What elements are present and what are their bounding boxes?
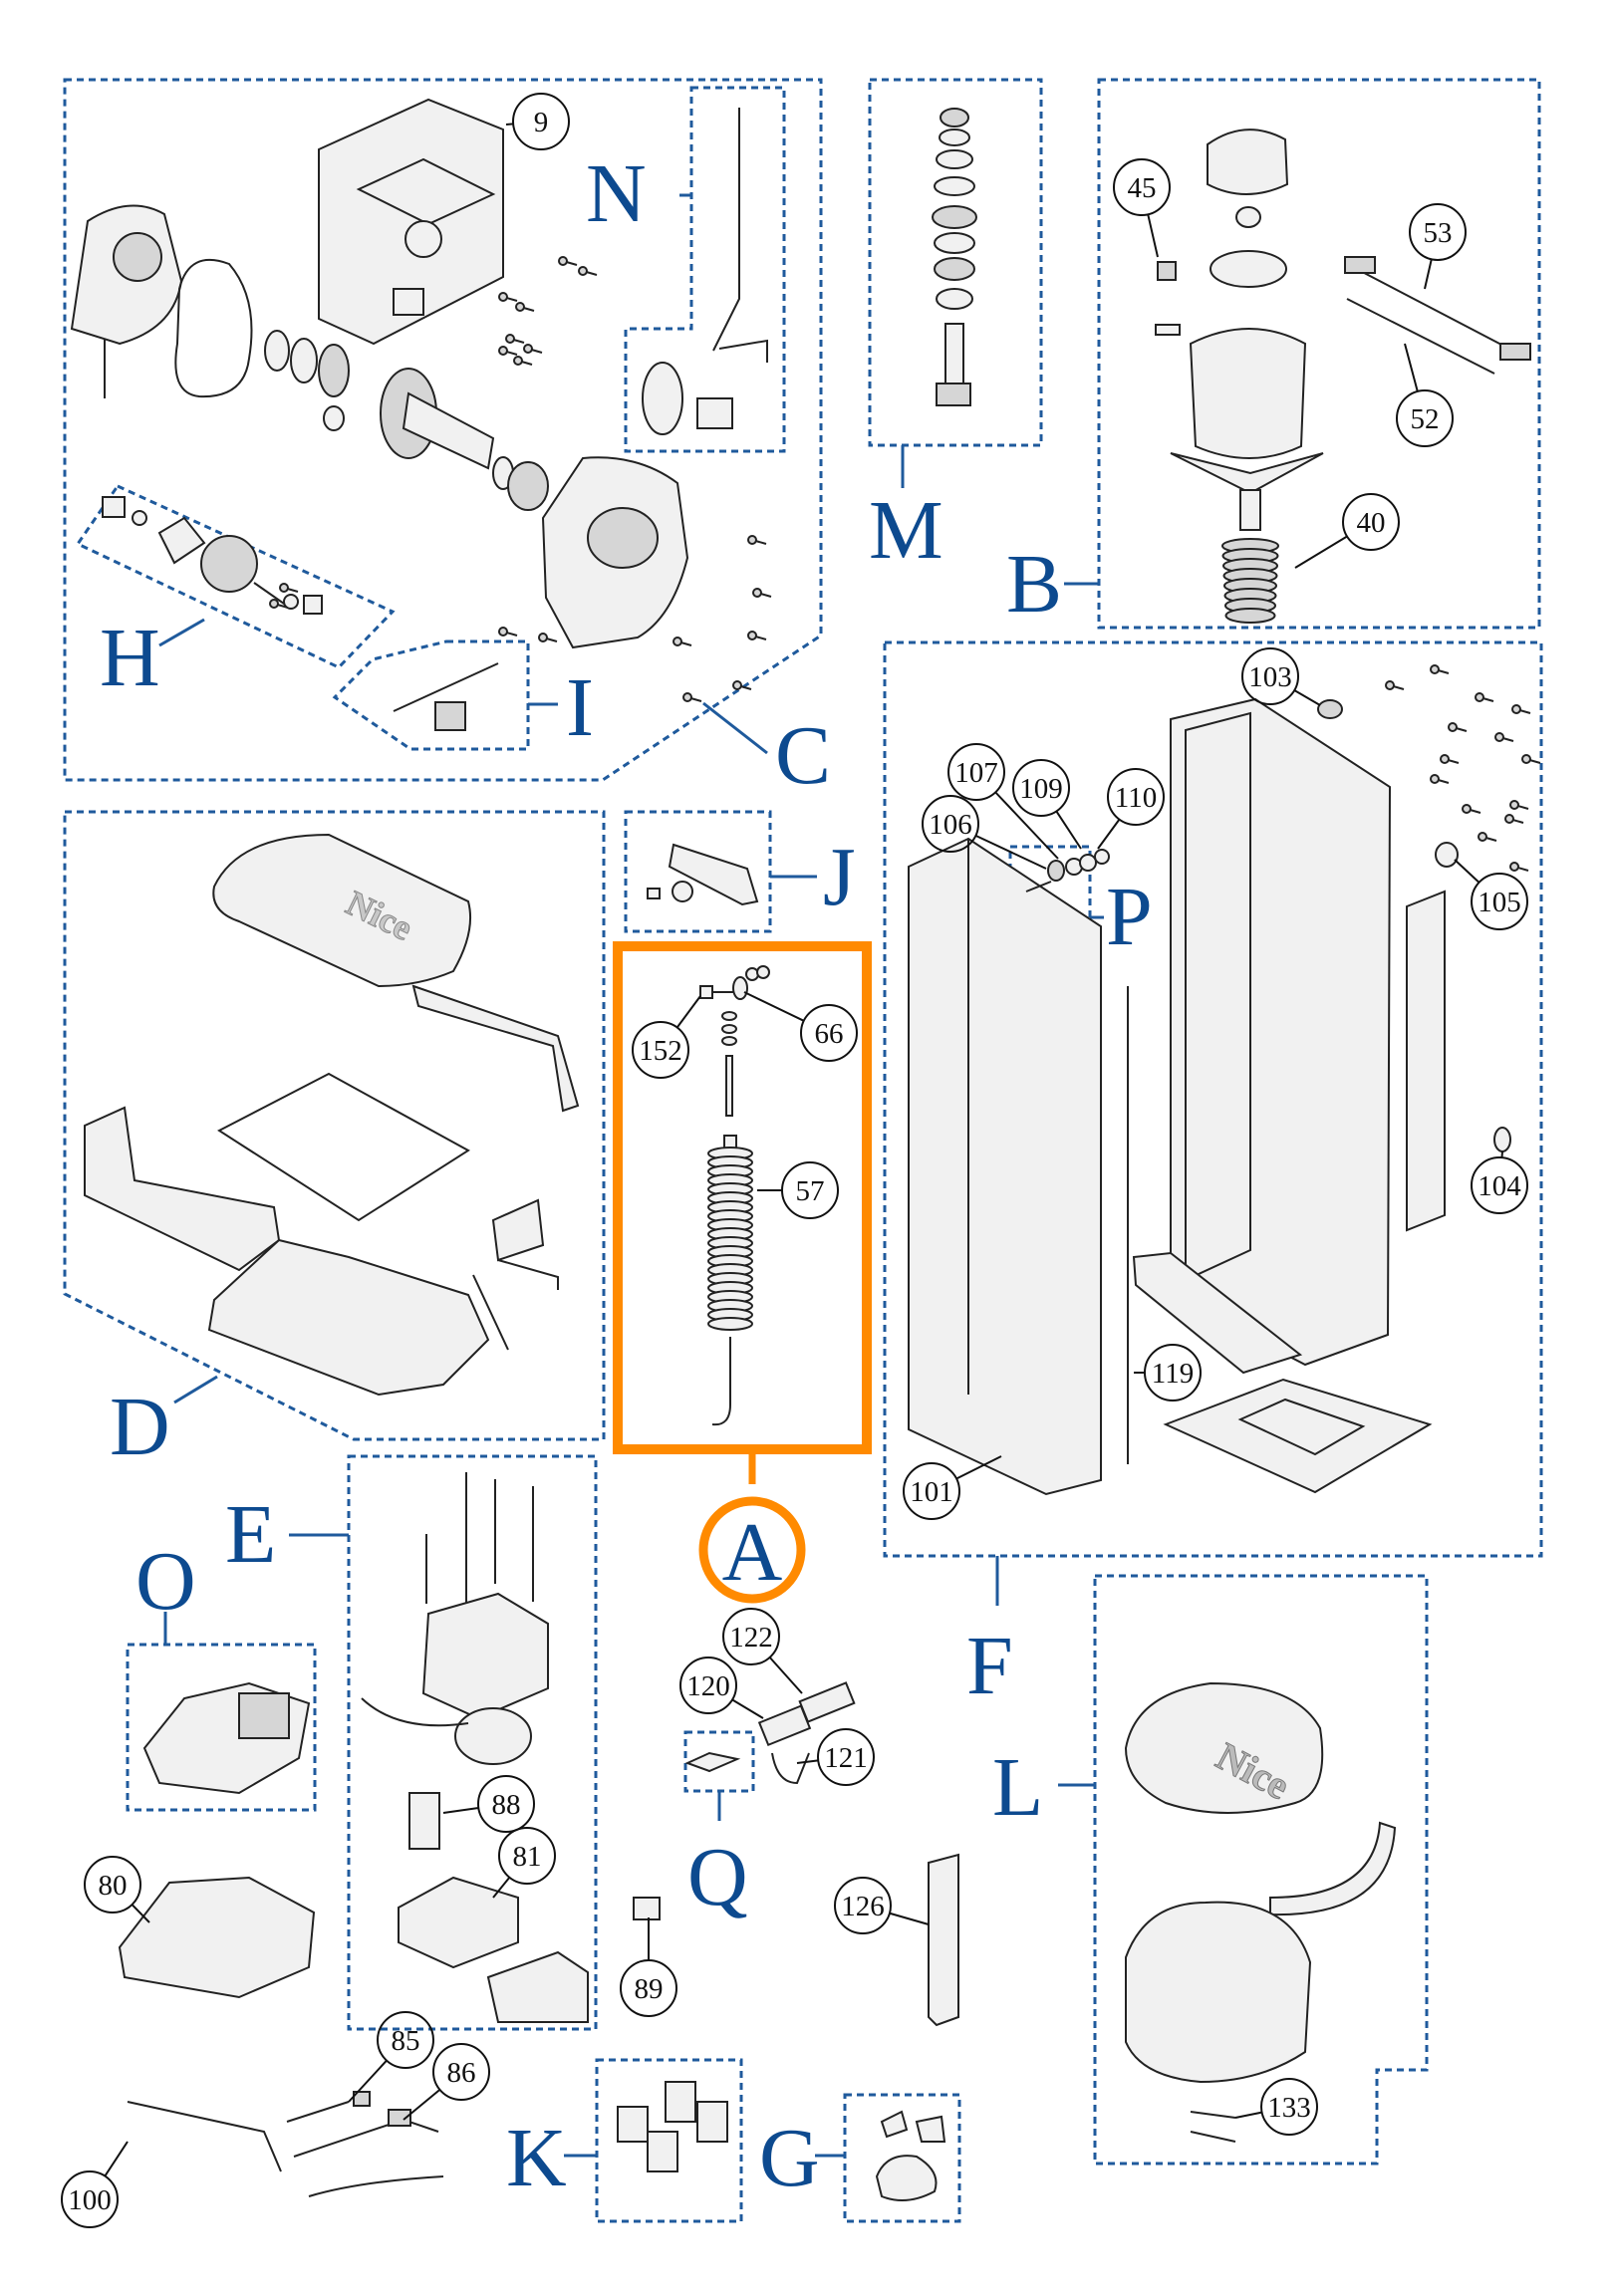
part-number-109: 109: [1019, 773, 1063, 805]
svg-text:N: N: [586, 147, 647, 240]
spring-assembly: [699, 965, 770, 1426]
svg-text:G: G: [759, 2112, 820, 2204]
part-number-57: 57: [796, 1175, 825, 1207]
part-number-120: 120: [686, 1670, 730, 1702]
part-number-105: 105: [1478, 887, 1521, 918]
part-number-101: 101: [910, 1476, 953, 1508]
highlight-frame: [613, 941, 872, 1454]
part-number-119: 119: [1152, 1358, 1194, 1390]
group-m-outline: [868, 78, 1043, 447]
group-letter-k: K: [506, 2112, 597, 2204]
part-number-122: 122: [729, 1622, 773, 1654]
group-g-parts: [875, 2110, 946, 2201]
part-number-89: 89: [635, 1973, 664, 2005]
group-k-outline: [595, 2058, 743, 2223]
cap-parts: Nice: [1124, 1681, 1397, 2143]
group-letter-l: L: [992, 1741, 1095, 1834]
control-board-parts: [118, 1681, 316, 1999]
group-letter-n: N: [586, 147, 691, 240]
part-number-100: 100: [68, 2184, 112, 2216]
svg-text:P: P: [1106, 871, 1153, 963]
svg-text:I: I: [566, 661, 594, 754]
group-p-parts: [1025, 849, 1110, 893]
group-j-parts: [647, 843, 759, 906]
part-number-85: 85: [392, 2025, 420, 2057]
gearbox-parts: [70, 98, 772, 731]
svg-text:C: C: [775, 709, 831, 802]
group-letter-e: E: [225, 1488, 349, 1581]
group-i-outline: [332, 639, 530, 751]
part-number-110: 110: [1115, 782, 1157, 814]
svg-text:D: D: [110, 1381, 170, 1473]
group-b-outline: [1097, 78, 1541, 630]
svg-text:O: O: [135, 1535, 196, 1628]
svg-text:F: F: [966, 1620, 1013, 1712]
group-e-parts: [361, 1472, 589, 2023]
part-number-121: 121: [824, 1742, 868, 1774]
part-number-40: 40: [1357, 507, 1386, 539]
group-g-outline: [843, 2093, 961, 2223]
part-number-52: 52: [1411, 403, 1440, 435]
part-number-53: 53: [1424, 217, 1453, 249]
part-number-45: 45: [1128, 172, 1157, 204]
group-e-outline: [347, 1454, 598, 2031]
group-n-outline: [624, 86, 786, 453]
part-number-126: 126: [841, 1891, 885, 1922]
group-letter-m: M: [869, 445, 943, 577]
svg-text:B: B: [1006, 538, 1062, 631]
part-number-66: 66: [815, 1018, 844, 1050]
wire-harnesses: [127, 2091, 444, 2197]
group-letter-h: H: [100, 612, 205, 704]
group-letter-q: Q: [687, 1791, 748, 1923]
group-o-outline: [126, 1643, 317, 1812]
group-l-outline: [1093, 1574, 1429, 2166]
part-number-103: 103: [1248, 661, 1292, 693]
svg-text:M: M: [869, 484, 943, 577]
worm-screw: [1221, 538, 1279, 624]
svg-text:E: E: [225, 1488, 276, 1581]
svg-text:Q: Q: [687, 1831, 748, 1923]
part-number-88: 88: [492, 1789, 521, 1821]
group-k-parts: [617, 2081, 728, 2172]
group-d-outline: [63, 810, 606, 1441]
group-letter-d: D: [110, 1375, 218, 1473]
svg-text:H: H: [100, 612, 160, 704]
group-f-outline: [883, 640, 1543, 1558]
group-letter-g: G: [759, 2112, 845, 2204]
part-number-152: 152: [639, 1035, 682, 1067]
part-number-104: 104: [1478, 1170, 1521, 1202]
group-c-outline: [63, 78, 823, 782]
group-letter-c: C: [702, 701, 831, 802]
cover-parts: Nice: [84, 833, 580, 1397]
svg-text:K: K: [506, 2112, 567, 2204]
highlight-group-a[interactable]: A: [613, 941, 872, 1604]
part-number-86: 86: [447, 2057, 476, 2089]
group-letter-p: P: [1090, 871, 1153, 963]
svg-text:J: J: [823, 831, 856, 923]
column-parts: [908, 664, 1541, 1496]
group-letter-a: A: [722, 1506, 783, 1599]
group-j-outline: [624, 810, 772, 933]
part-number-81: 81: [513, 1841, 542, 1873]
part-number-107: 107: [954, 757, 998, 789]
group-letter-o: O: [135, 1535, 196, 1645]
part-number-80: 80: [99, 1870, 128, 1902]
spring-coil: [707, 1147, 753, 1331]
group-letter-i: I: [528, 661, 594, 754]
group-m-parts: [932, 108, 977, 406]
part-number-133: 133: [1267, 2092, 1311, 2124]
group-letter-b: B: [1006, 538, 1099, 631]
group-letter-j: J: [770, 831, 856, 923]
part-number-106: 106: [929, 809, 972, 841]
svg-text:L: L: [992, 1741, 1043, 1834]
highlight-circle: [698, 1496, 806, 1604]
misc-parts: [633, 1681, 959, 2027]
part-number-9: 9: [534, 107, 549, 138]
part-callouts: 9 40 45 52 53 57 66 80 81 85 86 88 89 100 101 103 104 105…: [61, 93, 1528, 2228]
motor-parts: [1155, 128, 1531, 624]
group-letter-f: F: [966, 1556, 1013, 1712]
